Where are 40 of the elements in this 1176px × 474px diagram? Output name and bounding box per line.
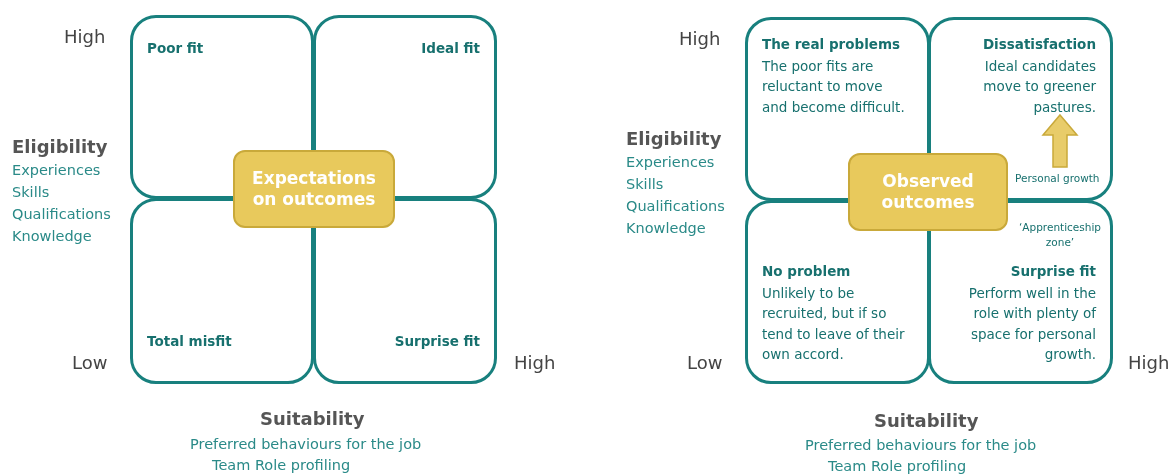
- criteria-text: Skills: [626, 176, 664, 192]
- quadrant-heading: Poor fit: [147, 40, 204, 56]
- quadrant-heading: Total misfit: [147, 333, 232, 349]
- quadrant-text: Ideal candidates move to greener pastures.: [982, 57, 1096, 117]
- axis-title: Suitability: [260, 408, 365, 429]
- axis-label: High: [64, 26, 106, 47]
- center-box: [233, 150, 395, 228]
- axis-label: Low: [72, 352, 108, 373]
- criteria-text: Qualifications: [12, 206, 111, 222]
- axis-title: Suitability: [874, 410, 979, 431]
- criteria-text: Experiences: [12, 162, 101, 178]
- axis-title: Eligibility: [12, 136, 108, 157]
- axis-label: High: [679, 28, 721, 49]
- note-text: Personal growth: [1015, 172, 1100, 184]
- criteria-text: Qualifications: [626, 198, 725, 214]
- criteria-text: Knowledge: [626, 220, 706, 236]
- quadrant-heading: No problem: [762, 263, 851, 279]
- center-box: [848, 153, 1008, 231]
- axis-label: High: [1128, 352, 1170, 373]
- criteria-text: Skills: [12, 184, 50, 200]
- box-title: Observed outcomes: [880, 170, 976, 214]
- box-title: Expectations on outcomes: [251, 167, 377, 211]
- note-text: ‘Apprenticeship zone’: [1018, 220, 1102, 251]
- quadrant-heading: The real problems: [762, 36, 901, 52]
- quadrant-heading: Surprise fit: [1010, 263, 1096, 279]
- criteria-text: Team Role profiling: [212, 457, 351, 473]
- axis-label: Low: [687, 352, 723, 373]
- axis-title: Eligibility: [626, 128, 722, 149]
- criteria-text: Experiences: [626, 154, 715, 170]
- axis-label: High: [514, 352, 556, 373]
- quadrant-text: Unlikely to be recruited, but if so tend to leave of their own accord.: [762, 284, 906, 364]
- quadrant-heading: Ideal fit: [421, 40, 480, 56]
- criteria-text: Preferred behaviours for the job: [190, 436, 422, 452]
- quadrant-heading: Dissatisfaction: [982, 36, 1096, 52]
- quadrant-text: The poor fits are reluctant to move and become difficult.: [762, 57, 906, 117]
- criteria-text: Knowledge: [12, 228, 92, 244]
- quadrant-text: Perform well in the role with plenty of space for personal growth.: [967, 284, 1096, 364]
- criteria-text: Team Role profiling: [828, 458, 967, 474]
- criteria-text: Preferred behaviours for the job: [805, 437, 1037, 453]
- quadrant-heading: Surprise fit: [394, 333, 480, 349]
